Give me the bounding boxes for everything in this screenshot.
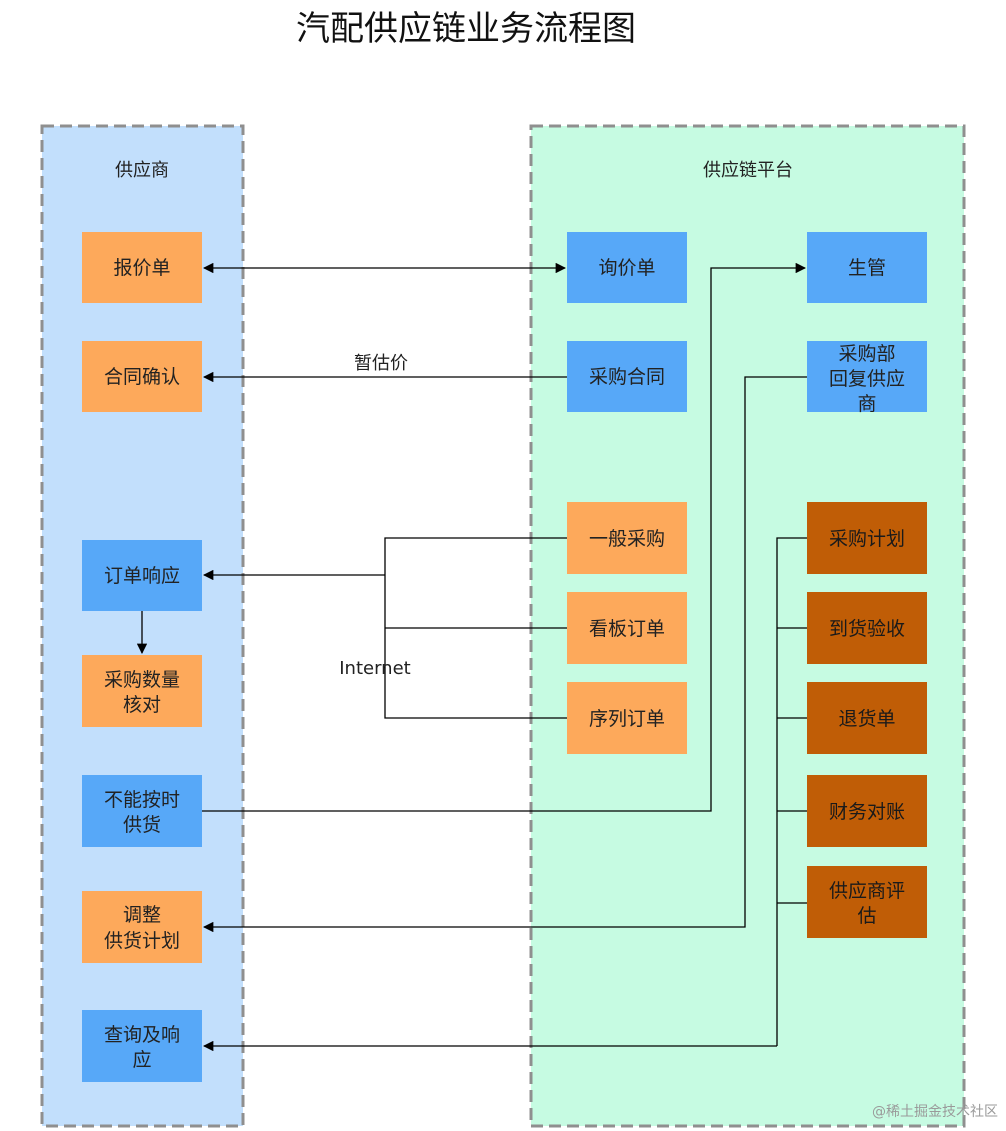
node-contract-confirm: 合同确认 [82, 341, 202, 412]
node-purchase-plan: 采购计划 [807, 502, 927, 574]
svg-text:采购合同: 采购合同 [589, 366, 665, 388]
node-kanban-order: 看板订单 [567, 592, 687, 664]
svg-text:应: 应 [132, 1049, 151, 1071]
platform-lane-title: 供应链平台 [703, 160, 793, 181]
supplier-lane-title: 供应商 [115, 160, 169, 181]
svg-text:生管: 生管 [848, 257, 886, 279]
diagram-title: 汽配供应链业务流程图 [296, 9, 636, 49]
node-general-purchase: 一般采购 [567, 502, 687, 574]
node-finance-recon: 财务对账 [807, 775, 927, 847]
node-query-response: 查询及响 应 [82, 1010, 202, 1082]
edge-reply-to-adjust-plan [202, 376, 807, 933]
node-order-response: 订单响应 [82, 540, 202, 611]
edge-label-internet: Internet [339, 658, 410, 679]
svg-text:核对: 核对 [123, 694, 161, 716]
svg-text:采购计划: 采购计划 [829, 528, 905, 550]
svg-text:供货计划: 供货计划 [104, 930, 180, 952]
svg-text:查询及响: 查询及响 [104, 1024, 180, 1046]
node-quote: 报价单 [82, 232, 202, 303]
watermark: @稀土掘金技术社区 [872, 1104, 998, 1120]
node-adjust-plan: 调整 供货计划 [82, 891, 202, 963]
node-sequence-order: 序列订单 [567, 682, 687, 754]
node-return-order: 退货单 [807, 682, 927, 754]
svg-text:财务对账: 财务对账 [829, 801, 905, 823]
node-receipt-check: 到货验收 [807, 592, 927, 664]
svg-text:看板订单: 看板订单 [589, 618, 665, 640]
svg-text:商: 商 [857, 393, 876, 415]
node-qty-check: 采购数量 核对 [82, 655, 202, 727]
svg-text:序列订单: 序列订单 [589, 708, 665, 730]
node-inquiry: 询价单 [567, 232, 687, 303]
svg-text:调整: 调整 [123, 904, 161, 926]
edge-label-estimate-price: 暂估价 [354, 353, 408, 374]
svg-text:回复供应: 回复供应 [829, 368, 905, 390]
svg-text:供货: 供货 [123, 814, 161, 836]
svg-text:采购部: 采购部 [838, 343, 895, 365]
svg-text:订单响应: 订单响应 [104, 565, 180, 587]
svg-text:估: 估 [857, 905, 876, 927]
node-production-mgmt: 生管 [807, 232, 927, 303]
edge-late-supply-to-production [202, 262, 807, 812]
edge-platform-bus [776, 537, 807, 1046]
node-late-supply: 不能按时 供货 [82, 775, 202, 847]
node-supplier-eval: 供应商评 估 [807, 866, 927, 938]
svg-text:报价单: 报价单 [113, 257, 170, 279]
svg-text:退货单: 退货单 [838, 708, 895, 730]
node-purchasing-reply: 采购部 回复供应 商 [807, 341, 927, 415]
svg-text:采购数量: 采购数量 [104, 669, 180, 691]
svg-text:一般采购: 一般采购 [589, 528, 665, 550]
node-purchase-contract: 采购合同 [567, 341, 687, 412]
svg-text:到货验收: 到货验收 [829, 618, 905, 640]
svg-text:不能按时: 不能按时 [104, 789, 180, 811]
edge-orders-bus [384, 537, 567, 719]
svg-text:询价单: 询价单 [598, 257, 655, 279]
svg-text:供应商评: 供应商评 [829, 880, 905, 902]
svg-text:合同确认: 合同确认 [104, 366, 180, 388]
